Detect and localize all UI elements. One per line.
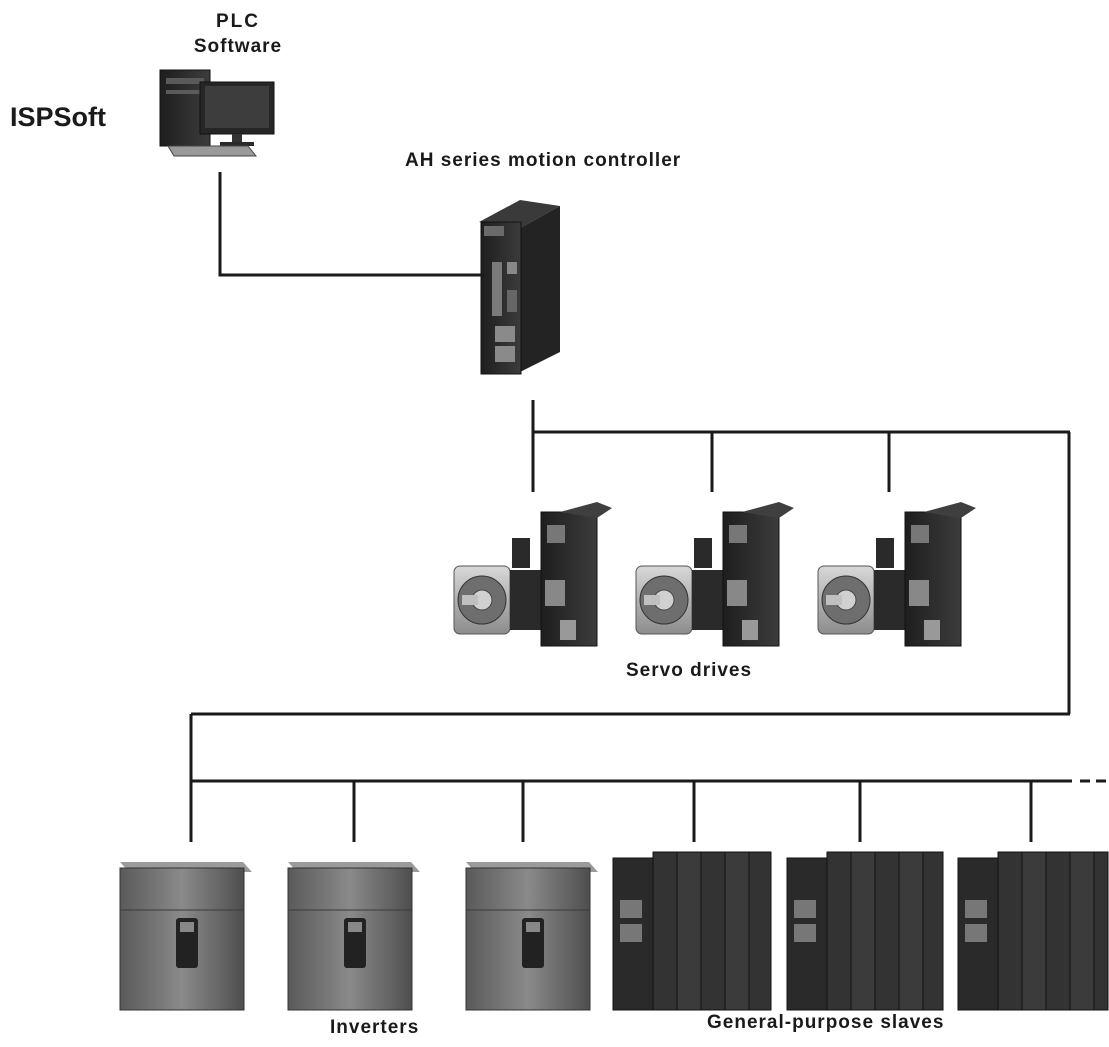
slave-module-3-icon bbox=[957, 851, 1109, 1011]
software-name-label: ISPSoft bbox=[10, 102, 106, 132]
pc-workstation-icon bbox=[159, 69, 275, 157]
connection-lines bbox=[189, 172, 1106, 842]
inverters-label: Inverters bbox=[330, 1017, 419, 1038]
controller-label: AH series motion controller bbox=[405, 150, 681, 171]
pc-title-line2: Software bbox=[194, 36, 282, 57]
servo-drive-2-icon bbox=[635, 502, 794, 647]
servo-drives-label: Servo drives bbox=[626, 660, 752, 681]
servo-drive-3-icon bbox=[817, 502, 976, 647]
inverter-2-icon bbox=[287, 862, 420, 1011]
motion-controller-icon bbox=[479, 200, 560, 375]
pc-to-controller-cable bbox=[218, 172, 484, 277]
pc-title-line1: PLC bbox=[216, 11, 260, 32]
slaves-label: General-purpose slaves bbox=[707, 1012, 944, 1033]
inverter-1-icon bbox=[119, 862, 252, 1011]
slave-module-1-icon bbox=[612, 851, 772, 1011]
servo-drive-1-icon bbox=[453, 502, 612, 647]
slave-module-2-icon bbox=[786, 851, 944, 1011]
inverter-3-icon bbox=[465, 862, 598, 1011]
